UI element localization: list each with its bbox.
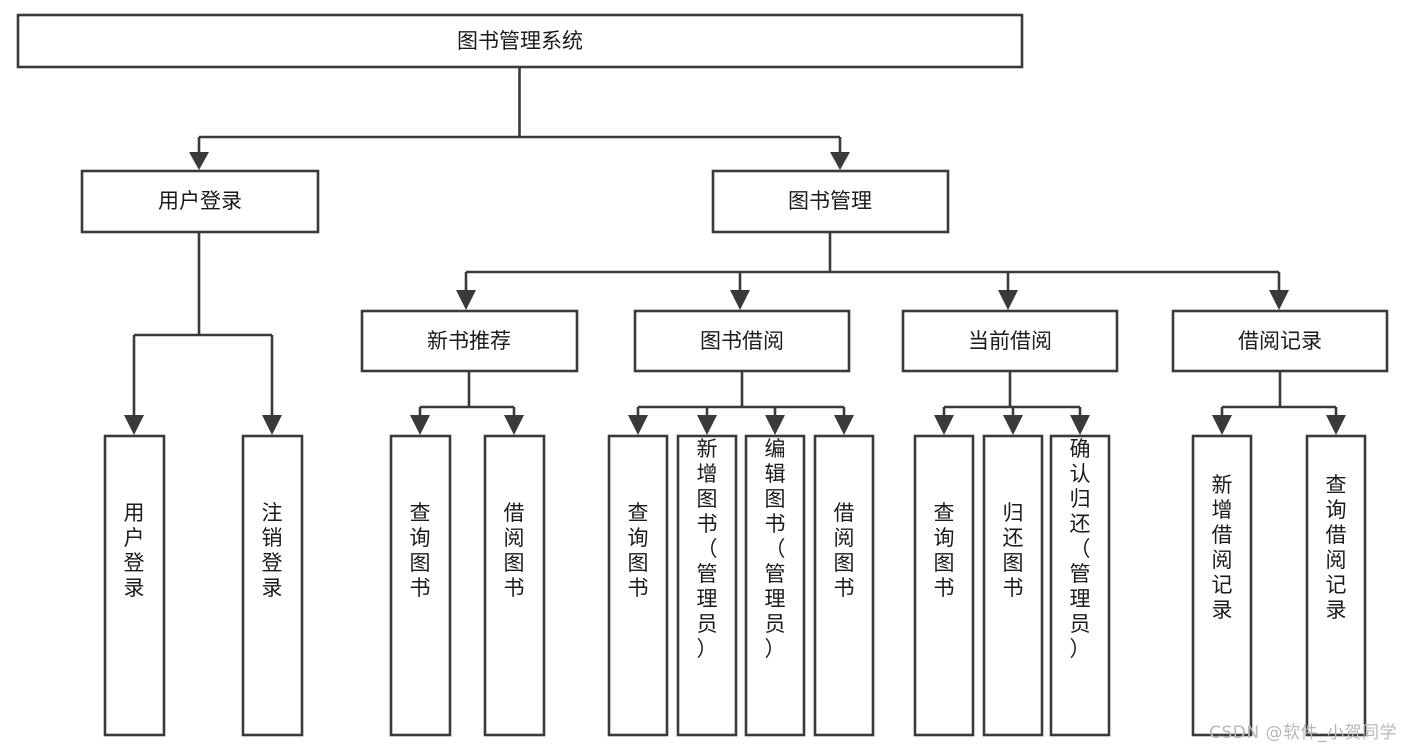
connector-group-root: [189, 67, 850, 170]
node-book-manage-box[interactable]: [711, 169, 950, 234]
node-leaf-add-book[interactable]: 新增图书（管理员）: [676, 434, 738, 737]
node-user-login[interactable]: 用户登录: [80, 169, 320, 234]
node-leaf-user-login-box[interactable]: [103, 434, 166, 737]
node-root-label: 图书管理系统: [457, 29, 583, 53]
arrow-to-leaf-borrow-book-2: [834, 415, 854, 435]
connector-group-user-login: [124, 233, 282, 435]
node-leaf-query-book-1-label: 查询图书: [410, 501, 431, 600]
connector-group-borrow-record: [1212, 372, 1346, 435]
node-borrow-record-box[interactable]: [1171, 309, 1389, 373]
connector-group-current-borrow: [934, 372, 1090, 435]
node-leaf-query-book-1[interactable]: 查询图书: [389, 434, 452, 737]
node-root-box[interactable]: [16, 13, 1024, 69]
connector-group-new-book-recommend: [410, 372, 524, 435]
node-book-borrow-box[interactable]: [633, 309, 851, 373]
node-leaf-borrow-book-2-label: 借阅图书: [834, 501, 855, 600]
node-leaf-query-record-box[interactable]: [1305, 434, 1367, 737]
node-leaf-borrow-book-1[interactable]: 借阅图书: [483, 434, 546, 737]
arrow-to-leaf-query-book-2: [628, 415, 648, 435]
node-leaf-logout-login-label: 注销登录: [262, 501, 283, 600]
node-leaf-return-book-box[interactable]: [982, 434, 1044, 737]
arrow-to-current-borrow: [998, 290, 1018, 310]
node-leaf-edit-book[interactable]: 编辑图书（管理员）: [744, 434, 806, 737]
node-book-manage[interactable]: 图书管理: [711, 169, 950, 234]
node-leaf-borrow-book-1-box[interactable]: [483, 434, 546, 737]
arrow-root-to-book-manage: [830, 152, 850, 170]
node-leaf-add-record-label: 新增借阅记录: [1212, 473, 1233, 622]
arrow-to-leaf-borrow-book-1: [504, 415, 524, 435]
node-book-borrow-label: 图书借阅: [700, 329, 784, 353]
arrow-to-leaf-add-book: [697, 415, 717, 435]
node-leaf-query-book-3-label: 查询图书: [934, 501, 955, 600]
node-leaf-add-book-label: 新增图书（管理员）: [697, 437, 718, 661]
node-leaf-borrow-book-2[interactable]: 借阅图书: [813, 434, 875, 737]
node-leaf-confirm-return-label: 确认归还（管理员）: [1070, 437, 1091, 661]
node-new-book-recommend-label: 新书推荐: [427, 329, 511, 353]
node-current-borrow-label: 当前借阅: [968, 329, 1052, 353]
arrow-to-new-book-recommend: [456, 290, 476, 310]
watermark: CSDN @软件_小贺同学: [1209, 723, 1397, 743]
arrow-to-leaf-confirm-return: [1070, 415, 1090, 435]
node-leaf-add-book-box[interactable]: [676, 434, 738, 737]
node-leaf-query-book-3[interactable]: 查询图书: [913, 434, 975, 737]
arrow-to-leaf-query-book-3: [934, 415, 954, 435]
node-leaf-logout-login[interactable]: 注销登录: [241, 434, 304, 737]
arrow-to-borrow-record: [1269, 290, 1289, 310]
arrow-to-book-borrow: [730, 290, 750, 310]
node-leaf-borrow-book-1-label: 借阅图书: [504, 501, 525, 600]
node-leaf-add-record-box[interactable]: [1191, 434, 1253, 737]
arrow-to-leaf-edit-book: [765, 415, 785, 435]
node-leaf-return-book-label: 归还图书: [1003, 501, 1024, 600]
node-new-book-recommend[interactable]: 新书推荐: [360, 309, 579, 373]
node-leaf-query-record-label: 查询借阅记录: [1326, 473, 1347, 622]
node-leaf-user-login-label: 用户登录: [124, 501, 145, 600]
node-leaf-query-book-2-box[interactable]: [607, 434, 669, 737]
node-current-borrow[interactable]: 当前借阅: [901, 309, 1119, 373]
arrow-root-to-user-login: [189, 152, 209, 170]
connector-group-book-borrow: [628, 372, 854, 435]
node-leaf-edit-book-box[interactable]: [744, 434, 806, 737]
node-leaf-query-book-3-box[interactable]: [913, 434, 975, 737]
node-leaf-borrow-book-2-box[interactable]: [813, 434, 875, 737]
node-leaf-logout-login-box[interactable]: [241, 434, 304, 737]
node-book-borrow[interactable]: 图书借阅: [633, 309, 851, 373]
node-new-book-recommend-box[interactable]: [360, 309, 579, 373]
node-root[interactable]: 图书管理系统: [16, 13, 1024, 69]
node-user-login-box[interactable]: [80, 169, 320, 234]
connector-group-book-manage: [456, 233, 1289, 310]
arrow-to-leaf-add-record: [1212, 415, 1232, 435]
node-leaf-edit-book-label: 编辑图书（管理员）: [765, 437, 786, 661]
node-leaf-confirm-return[interactable]: 确认归还（管理员）: [1049, 434, 1111, 737]
node-leaf-confirm-return-box[interactable]: [1049, 434, 1111, 737]
node-leaf-query-record[interactable]: 查询借阅记录: [1305, 434, 1367, 737]
arrow-to-leaf-user-login: [124, 415, 144, 435]
node-leaf-query-book-2[interactable]: 查询图书: [607, 434, 669, 737]
node-current-borrow-box[interactable]: [901, 309, 1119, 373]
arrow-to-leaf-return-book: [1003, 415, 1023, 435]
node-leaf-query-book-2-label: 查询图书: [628, 501, 649, 600]
node-borrow-record-label: 借阅记录: [1238, 329, 1322, 353]
node-book-manage-label: 图书管理: [788, 189, 872, 213]
node-leaf-query-book-1-box[interactable]: [389, 434, 452, 737]
arrow-to-leaf-query-record: [1326, 415, 1346, 435]
node-leaf-user-login[interactable]: 用户登录: [103, 434, 166, 737]
arrow-to-leaf-logout-login: [262, 415, 282, 435]
node-user-login-label: 用户登录: [158, 189, 242, 213]
node-leaf-return-book[interactable]: 归还图书: [982, 434, 1044, 737]
arrow-to-leaf-query-book-1: [410, 415, 430, 435]
node-borrow-record[interactable]: 借阅记录: [1171, 309, 1389, 373]
node-leaf-add-record[interactable]: 新增借阅记录: [1191, 434, 1253, 737]
